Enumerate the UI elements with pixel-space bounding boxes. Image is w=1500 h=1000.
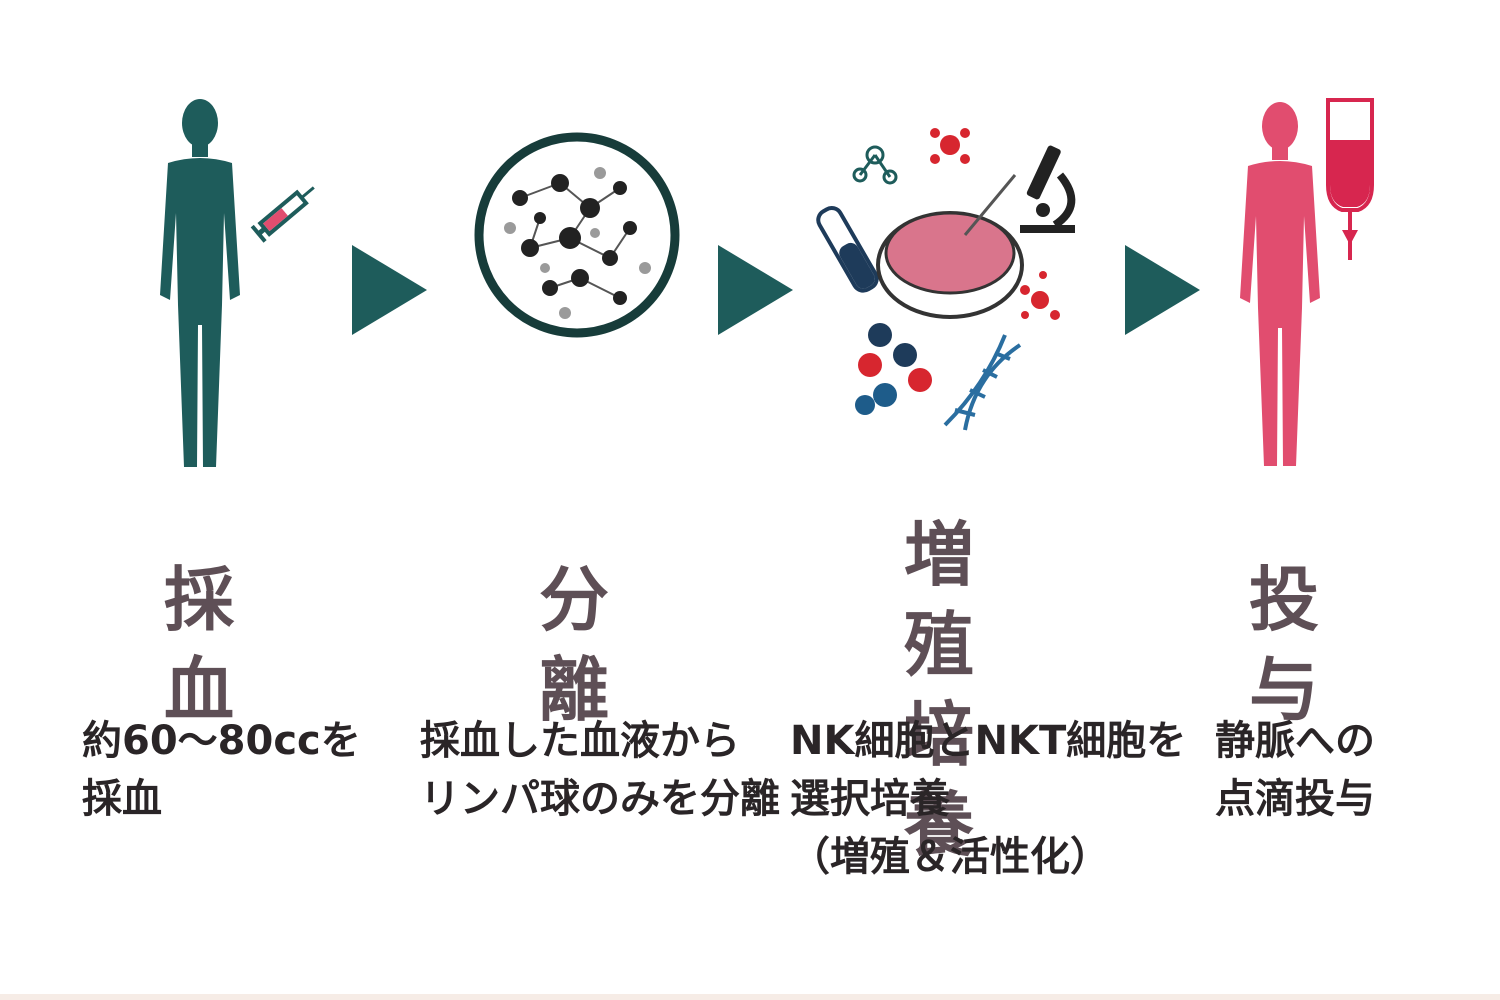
step-3-desc-line-2: 選択培養: [790, 776, 950, 822]
human-figure-pink-icon: [1240, 102, 1320, 466]
microscope-icon: [1020, 145, 1076, 233]
step-3-desc-line-1: NK細胞とNKT細胞を: [790, 718, 1187, 764]
step-4-desc-line-2: 点滴投与: [1215, 776, 1375, 822]
step-3-title: 増殖 培養: [870, 510, 1010, 870]
flow-arrow-2: [718, 245, 793, 335]
step-2-desc-line-2: リンパ球のみを分離: [420, 776, 780, 822]
dna-icon: [943, 334, 1022, 431]
flow-arrow-1: [352, 245, 427, 335]
step-2-desc-line-1: 採血した血液から: [420, 718, 740, 764]
test-tube-icon: [816, 206, 879, 293]
step-1-title: 採血: [164, 559, 236, 731]
human-figure-icon: [160, 99, 240, 467]
step-1-desc-line-2: 採血: [82, 776, 162, 822]
flow-arrow-3: [1125, 245, 1200, 335]
bottom-band: [0, 994, 1500, 1000]
step-2-title: 分離: [539, 559, 611, 731]
syringe-icon: [250, 186, 315, 243]
step-2-desc: 採血した血液から リンパ球のみを分離: [420, 712, 780, 828]
lab-cluster-icon: [816, 128, 1076, 431]
step-3-title-line-2: 培養: [904, 694, 976, 866]
step-4-desc: 静脈への 点滴投与: [1215, 712, 1375, 828]
molecule-icon: [852, 145, 898, 185]
step-3-title-line-1: 増殖: [904, 514, 976, 686]
step-4-title: 投与: [1249, 559, 1321, 731]
step-4-desc-line-1: 静脈への: [1215, 718, 1375, 764]
step-3-desc-line-3: （増殖＆活性化）: [790, 834, 1110, 880]
step-1-desc-line-1: 約60～80ccを: [82, 718, 361, 764]
cell-circle-icon: [474, 132, 680, 338]
step-3-desc: NK細胞とNKT細胞を 選択培養 （増殖＆活性化）: [790, 712, 1186, 886]
petri-dish-icon: [876, 174, 1024, 319]
iv-drip-bag-icon: [1326, 98, 1374, 260]
step-1-desc: 約60～80ccを 採血: [82, 712, 361, 828]
